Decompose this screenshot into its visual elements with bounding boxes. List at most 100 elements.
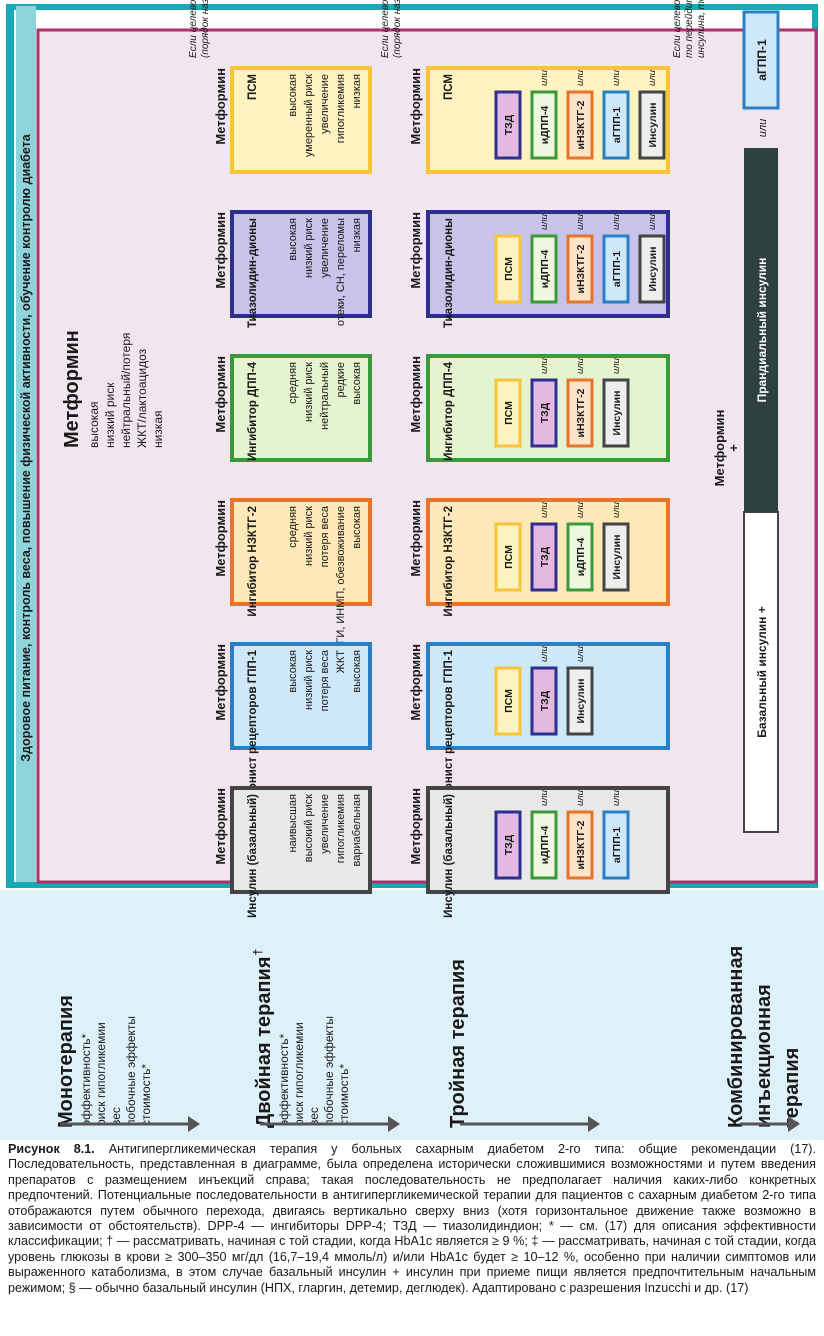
- arrow-head: [388, 1116, 400, 1132]
- dual-value: низкий риск: [303, 362, 315, 422]
- dual-value: увеличение: [319, 74, 331, 134]
- dual-value: средняя: [287, 506, 299, 548]
- dual-drug-box: [230, 66, 372, 174]
- caption-label: Рисунок 8.1.: [8, 1142, 95, 1156]
- dual-value: редкие: [335, 362, 347, 398]
- triple-option-label: ПСМ: [503, 545, 515, 569]
- triple-option-box: [494, 666, 522, 736]
- triple-option-box: [566, 522, 594, 592]
- dual-value: высокая: [287, 650, 299, 693]
- combo-title-3: терапия: [781, 1048, 803, 1128]
- dual-effect: эффективность*: [277, 1033, 291, 1126]
- or-label: или: [611, 789, 622, 806]
- or-label: или: [611, 69, 622, 86]
- combo-head: Метформин: [712, 410, 727, 487]
- triple-option-label: иДПП-4: [539, 106, 551, 145]
- triple-option-label: иДПП-4: [539, 826, 551, 865]
- triple-option-label: Инсулин: [647, 103, 659, 148]
- mono-effect: эффективность*: [79, 1033, 93, 1126]
- prandial-box: [744, 148, 778, 512]
- combo-note-3: инсулина, то добавьте аГПП-1 или прандиа…: [695, 0, 707, 58]
- basal-label: Базальный инсулин +: [755, 606, 769, 738]
- combo-note-1: Если целевой уровень HbA₁c не достигаетс…: [671, 0, 683, 58]
- or-label: или: [575, 69, 586, 86]
- triple-option-label: ПСМ: [503, 401, 515, 425]
- dual-drug-name: Ингибитор НЗКТГ-2: [247, 506, 259, 617]
- triple-drug-name: Агонист рецепторов ГПП-1: [443, 649, 455, 803]
- mono-effect: побочные эффекты: [124, 1016, 138, 1126]
- arrow-head: [188, 1116, 200, 1132]
- triple-option-label: иДПП-4: [539, 250, 551, 289]
- triple-drug-name: Инсулин (базальный): [443, 794, 455, 918]
- dual-drug-box: [230, 210, 372, 318]
- triple-col-head: Метформин: [408, 212, 423, 289]
- mono-value: ЖКТ/лактоацидоз: [135, 348, 149, 448]
- dual-drug-name: Ингибитор ДПП-4: [247, 361, 259, 461]
- triple-option-label: аГПП-1: [611, 251, 623, 287]
- triple-option-box: [602, 522, 630, 592]
- mono-value: низкая: [151, 410, 165, 448]
- sidebar-background: [0, 890, 824, 1140]
- triple-option-label: аГПП-1: [611, 827, 623, 863]
- triple-option-box: [530, 522, 558, 592]
- triple-option-box: [494, 378, 522, 448]
- triple-option-label: иДПП-4: [575, 538, 587, 577]
- dual-value: средняя: [287, 362, 299, 404]
- triple-note-1: Если целевой уровень HbA₁c не достигаетс…: [379, 0, 391, 58]
- mono-effect: риск гипогликемии: [94, 1022, 108, 1126]
- or-label: или: [539, 501, 550, 518]
- dual-value: наивысшая: [287, 794, 299, 853]
- triple-option-label: ПСМ: [503, 257, 515, 281]
- triple-option-label: ТЗД: [539, 402, 551, 423]
- or-label: или: [539, 213, 550, 230]
- triple-option-box: [602, 378, 630, 448]
- dual-drug-box: [230, 786, 372, 894]
- or-label: или: [611, 357, 622, 374]
- prandial-label: Прандиальный инсулин: [755, 258, 769, 403]
- rotated-content: Здоровое питание, контроль веса, повышен…: [16, 0, 780, 918]
- or-label: или: [647, 69, 658, 86]
- glp-box: [742, 10, 780, 110]
- dual-value: высокая: [287, 218, 299, 261]
- triple-option-label: иНЗКТГ-2: [575, 388, 587, 437]
- dual-value: низкий риск: [303, 218, 315, 278]
- dual-value: увеличение: [319, 218, 331, 278]
- dual-col-head: Метформин: [213, 68, 228, 145]
- dual-value: высокая: [351, 650, 363, 693]
- triple-drug-name: Тиазолидин-дионы: [443, 218, 455, 328]
- dual-value: ЖКТ: [335, 650, 347, 674]
- or-label: или: [575, 789, 586, 806]
- caption-text: Антигипергликемическая терапия у больных…: [8, 1142, 816, 1295]
- triple-option-box: [530, 234, 558, 304]
- triple-option-box: [494, 810, 522, 880]
- triple-option-label: ТЗД: [503, 834, 515, 855]
- or-label: или: [575, 213, 586, 230]
- dual-note-2: (порядок назначения – без каких-либо кон…: [199, 0, 211, 58]
- mono-drug: Метформин: [61, 330, 83, 448]
- or-label: или: [539, 357, 550, 374]
- or-label: или: [611, 501, 622, 518]
- triple-option-box: [530, 810, 558, 880]
- triple-option-box: [494, 234, 522, 304]
- or-label: или: [575, 501, 586, 518]
- figure-caption: Рисунок 8.1. Антигипергликемическая тера…: [8, 1142, 816, 1296]
- mono-effect: вес: [109, 1107, 123, 1126]
- dual-col-head: Метформин: [213, 644, 228, 721]
- dual-value: умеренный риск: [303, 74, 315, 157]
- header-text: Здоровое питание, контроль веса, повышен…: [19, 133, 33, 762]
- therapy-diagram: Здоровое питание, контроль веса, повышен…: [0, 0, 824, 1140]
- triple-option-box: [530, 90, 558, 160]
- or-label: или: [575, 357, 586, 374]
- arrow-head: [588, 1116, 600, 1132]
- triple-option-box: [566, 810, 594, 880]
- triple-col-head: Метформин: [408, 644, 423, 721]
- header-band: [16, 6, 36, 882]
- mono-title: Монотерапия: [55, 995, 77, 1128]
- dual-col-head: Метформин: [213, 500, 228, 577]
- triple-option-label: ТЗД: [503, 114, 515, 135]
- dual-drug-box: [230, 354, 372, 462]
- triple-option-box: [566, 90, 594, 160]
- triple-drug-name: Ингибитор НЗКТГ-2: [443, 506, 455, 617]
